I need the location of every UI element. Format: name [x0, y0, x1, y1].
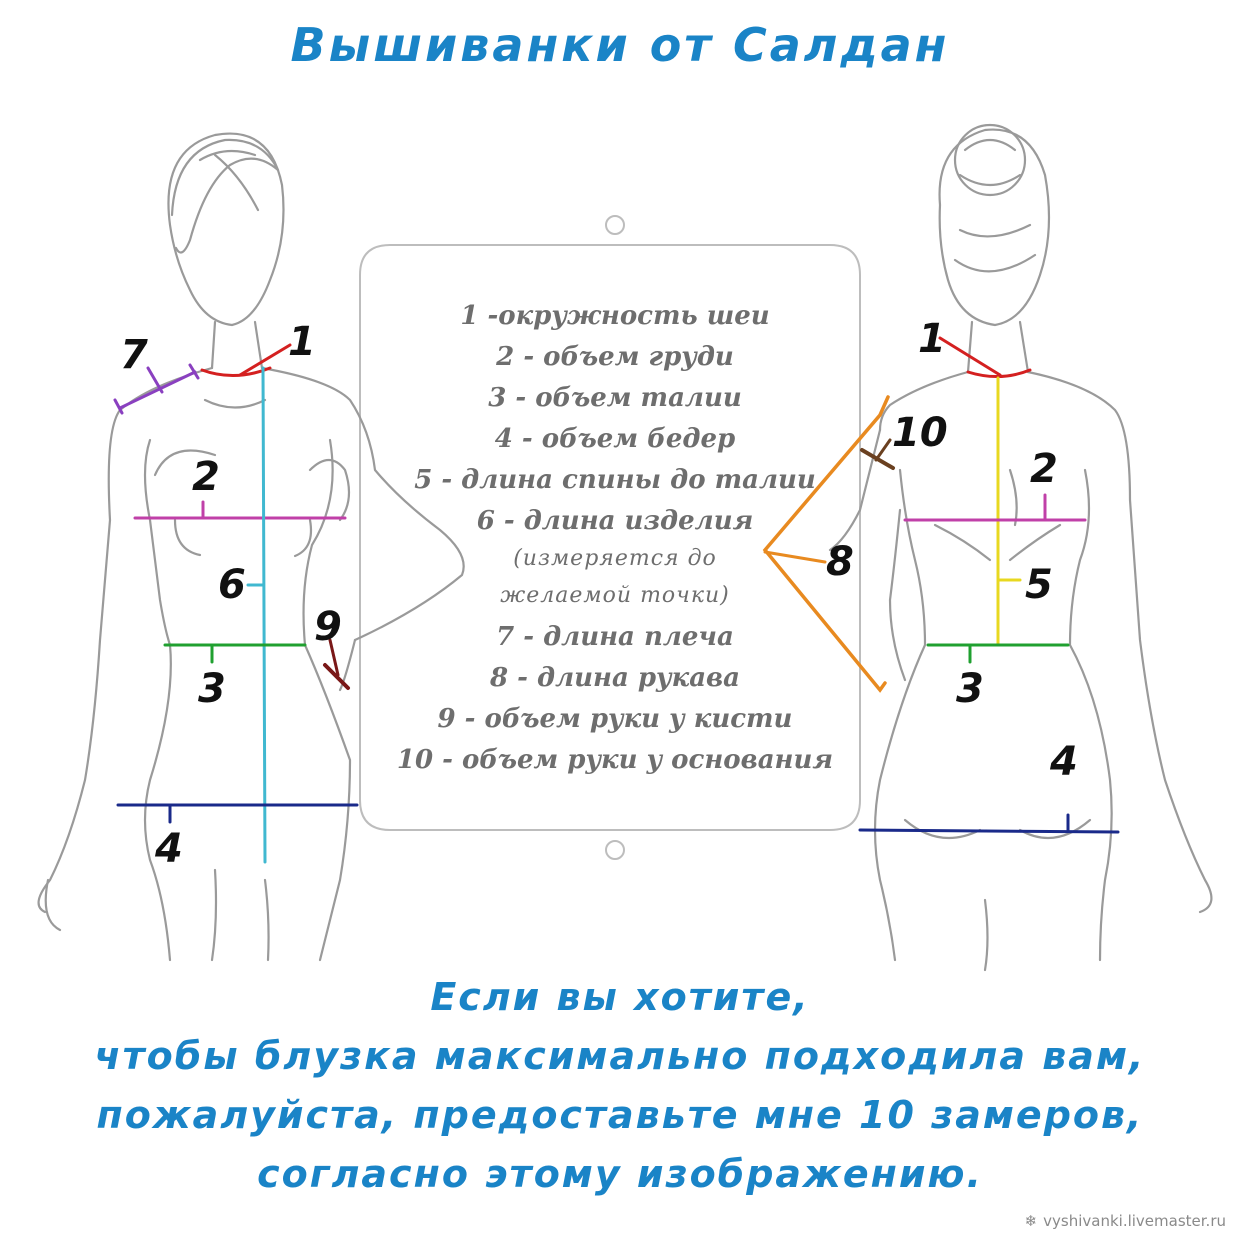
back-label-neck: 1: [918, 316, 946, 362]
back-neck-pointer: [938, 336, 1002, 377]
instructions-line-1: Если вы хотите,: [430, 975, 810, 1019]
snowflake-icon: ❄: [1024, 1212, 1038, 1230]
front-label-wrist: 9: [314, 604, 342, 650]
front-label-chest: 2: [192, 454, 220, 500]
front-wrist-line: [323, 663, 350, 690]
front-neck-line: [200, 366, 272, 378]
front-shoulder-cap-1: [113, 398, 124, 415]
legend-item-6: 6 - длина изделия: [477, 506, 754, 536]
page-title: Вышиванки от Салдан: [290, 18, 950, 72]
back-upper-arm-pointer: [874, 438, 892, 462]
front-shoulder-pointer: [146, 366, 164, 394]
legend-item-4: 4 - объем бедер: [495, 424, 735, 454]
front-number-labels: 7 1 2 6 9 3 4: [120, 319, 342, 872]
back-sleeve-line: [762, 395, 890, 693]
back-label-hips: 4: [1049, 739, 1078, 785]
instructions-line-2: чтобы блузка максимально подходила вам,: [94, 1034, 1146, 1078]
back-sleeve-tick: [763, 550, 827, 564]
legend-item-7: 7 - длина плеча: [496, 622, 734, 652]
front-shoulder-cap-2: [188, 363, 200, 380]
back-label-upper-arm: 10: [892, 410, 948, 456]
front-wrist-pointer: [328, 638, 340, 677]
watermark: ❄ vyshivanki.livemaster.ru: [1025, 1212, 1226, 1230]
legend-item-10: 10 - объем руки у основания: [397, 745, 833, 775]
legend-note-2: желаемой точки): [500, 583, 730, 608]
front-label-hips: 4: [154, 826, 183, 872]
front-label-garment-length: 6: [218, 562, 246, 608]
front-shoulder-line: [118, 370, 197, 410]
back-label-waist: 3: [956, 666, 984, 712]
watermark-text: vyshivanki.livemaster.ru: [1043, 1212, 1226, 1230]
back-label-back-length: 5: [1025, 562, 1053, 608]
back-measurements: [762, 336, 1120, 834]
legend-frame: [359, 215, 861, 860]
back-hips-line: [858, 828, 1120, 834]
legend-item-3: 3 - объем талии: [488, 383, 742, 413]
legend-item-8: 8 - длина рукава: [489, 663, 740, 693]
front-label-neck: 1: [288, 319, 316, 365]
legend-note-1: (измеряется до: [513, 546, 717, 571]
back-neck-line: [966, 368, 1032, 379]
back-figure: [828, 123, 1213, 972]
instructions-text: Если вы хотите, чтобы блузка максимально…: [0, 968, 1240, 1204]
instructions-line-4: согласно этому изображению.: [257, 1152, 983, 1196]
legend-item-1: 1 -окружность шеи: [460, 301, 769, 331]
front-figure: [37, 132, 465, 962]
front-garment-length-line: [261, 366, 267, 864]
instructions-line-3: пожалуйста, предоставьте мне 10 замеров,: [96, 1093, 1144, 1137]
legend-item-9: 9 - объем руки у кисти: [438, 704, 793, 734]
front-measurements: [113, 343, 359, 864]
measurement-legend: 1 -окружность шеи 2 - объем груди 3 - об…: [397, 301, 833, 775]
legend-item-5: 5 - длина спины до талии: [414, 465, 816, 495]
back-label-chest: 2: [1030, 446, 1058, 492]
legend-item-2: 2 - объем груди: [495, 342, 734, 372]
front-label-waist: 3: [198, 666, 226, 712]
front-label-shoulder: 7: [120, 332, 148, 378]
back-number-labels: 1 10 2 8 5 3 4: [826, 316, 1078, 785]
front-neck-pointer: [238, 343, 292, 377]
back-label-sleeve: 8: [826, 539, 854, 585]
